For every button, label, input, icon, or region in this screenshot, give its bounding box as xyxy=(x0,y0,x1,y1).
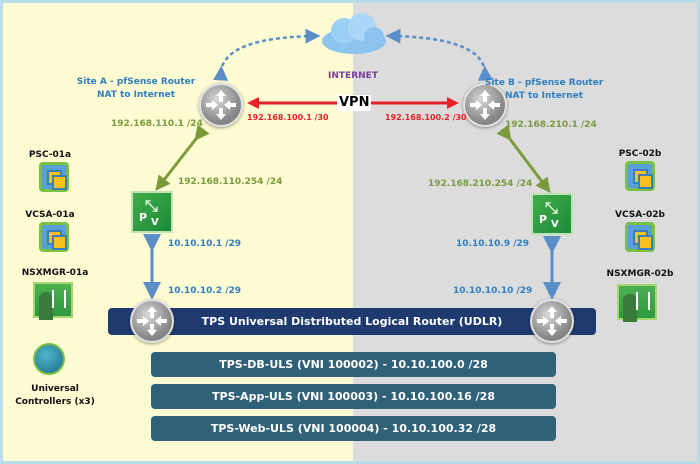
segment-db-label: TPS-DB-ULS (VNI 100002) - 10.10.100.0 /2… xyxy=(219,358,488,371)
nsxmgr-01a-label: NSXMGR-01a xyxy=(21,268,89,278)
site-b-subtitle: NAT to Internet xyxy=(504,91,584,101)
site-a-edge-uplink-ip: 192.168.110.254 /24 xyxy=(178,177,283,187)
site-b-wan-ip: 192.168.100.2 /30 xyxy=(385,113,467,122)
vcsa-02b-label: VCSA-02b xyxy=(615,210,665,220)
controllers-label-line2: Controllers (x3) xyxy=(15,397,95,407)
internet-cloud-icon xyxy=(322,13,386,54)
internet-link-b xyxy=(385,28,493,81)
site-b-lan-ip: 192.168.210.1 /24 xyxy=(505,120,597,130)
site-a-edge-transit-ip: 10.10.10.1 /29 xyxy=(168,239,242,249)
segment-app-label: TPS-App-ULS (VNI 100003) - 10.10.100.16 … xyxy=(212,390,495,403)
site-a-udlr-ip: 10.10.10.2 /29 xyxy=(168,286,242,296)
psc-02b-label: PSC-02b xyxy=(618,149,662,159)
vpn-label: VPN xyxy=(337,95,372,111)
site-a-wan-ip: 192.168.100.1 /30 xyxy=(247,113,329,122)
site-b-title: Site B - pfSense Router xyxy=(484,78,604,88)
segment-web-label: TPS-Web-ULS (VNI 100004) - 10.10.100.32 … xyxy=(210,422,497,435)
psc-02b-vsphere-icon xyxy=(625,161,655,191)
psc-01a-label: PSC-01a xyxy=(28,150,72,160)
site-a-title: Site A - pfSense Router xyxy=(76,77,196,87)
nsxmgr-02b-label: NSXMGR-02b xyxy=(606,269,674,279)
site-a-lan-ip: 192.168.110.1 /24 xyxy=(111,119,203,129)
nsxmgr-01a-icon xyxy=(33,282,73,320)
segment-app: TPS-App-ULS (VNI 100003) - 10.10.100.16 … xyxy=(151,384,556,409)
lan-link-a xyxy=(155,124,210,191)
segment-web: TPS-Web-ULS (VNI 100004) - 10.10.100.32 … xyxy=(151,416,556,441)
nsxmgr-02b-icon xyxy=(617,284,657,322)
internet-label: INTERNET xyxy=(328,71,378,81)
site-b-edge-transit-ip: 10.10.10.9 /29 xyxy=(456,239,530,249)
connection-lines xyxy=(143,28,561,300)
site-a-subtitle: NAT to Internet xyxy=(96,90,176,100)
lan-link-b xyxy=(496,124,551,193)
site-b-edge-uplink-ip: 192.168.210.254 /24 xyxy=(428,179,533,189)
udlr-bar: TPS Universal Distributed Logical Router… xyxy=(108,308,596,335)
udlr-router-b-icon xyxy=(530,299,574,343)
internet-link-a xyxy=(213,28,321,81)
vcsa-01a-label: VCSA-01a xyxy=(25,210,75,220)
psc-01a-vsphere-icon xyxy=(39,162,69,192)
udlr-router-a-icon xyxy=(130,299,174,343)
vcsa-02b-vsphere-icon xyxy=(625,222,655,252)
site-b-router-icon xyxy=(463,83,507,127)
universal-controllers-icon xyxy=(33,343,65,375)
site-a-router-icon xyxy=(199,83,243,127)
vcsa-01a-vsphere-icon xyxy=(39,222,69,252)
controllers-label-line1: Universal xyxy=(31,384,79,394)
segment-db: TPS-DB-ULS (VNI 100002) - 10.10.100.0 /2… xyxy=(151,352,556,377)
site-b-udlr-ip: 10.10.10.10 /29 xyxy=(453,286,533,296)
udlr-label: TPS Universal Distributed Logical Router… xyxy=(201,315,503,328)
